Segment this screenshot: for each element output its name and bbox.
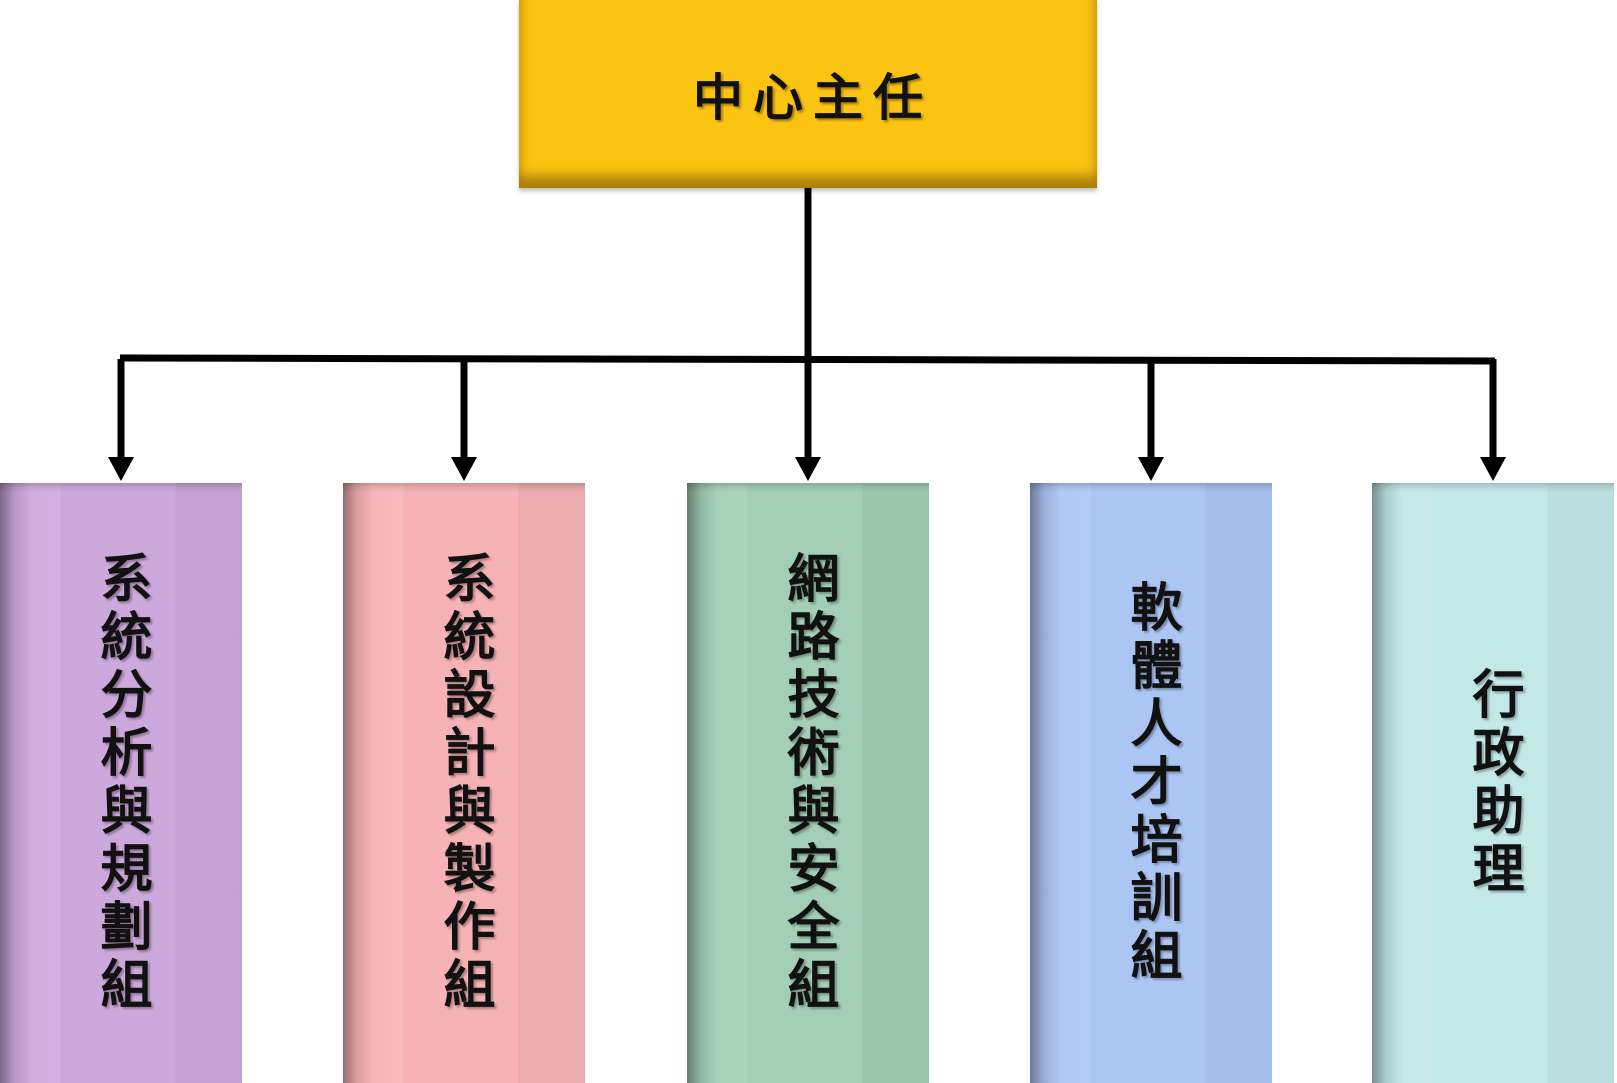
child-node-label: 行政助理 [1463,667,1524,899]
child-node-label: 系統分析與規劃組 [91,551,152,1015]
root-node-director: 中心主任 [519,0,1097,188]
child-node-label: 網路技術與安全組 [778,551,839,1015]
child-node-software-training: 軟體人才培訓組 [1030,483,1272,1083]
child-node-label: 軟體人才培訓組 [1121,580,1182,986]
child-node-admin-assistant: 行政助理 [1372,483,1614,1083]
drop-arrow-3-head [795,457,821,481]
child-node-system-analysis: 系統分析與規劃組 [0,483,242,1083]
drop-arrow-2-head [451,457,477,481]
child-node-network-security: 網路技術與安全組 [687,483,929,1083]
child-node-label: 系統設計與製作組 [434,551,495,1015]
drop-arrow-5-head [1480,457,1506,481]
drop-arrow-4-head [1138,457,1164,481]
child-node-system-design: 系統設計與製作組 [343,483,585,1083]
root-node-label: 中心主任 [693,68,933,127]
drop-arrow-1-head [108,457,134,481]
